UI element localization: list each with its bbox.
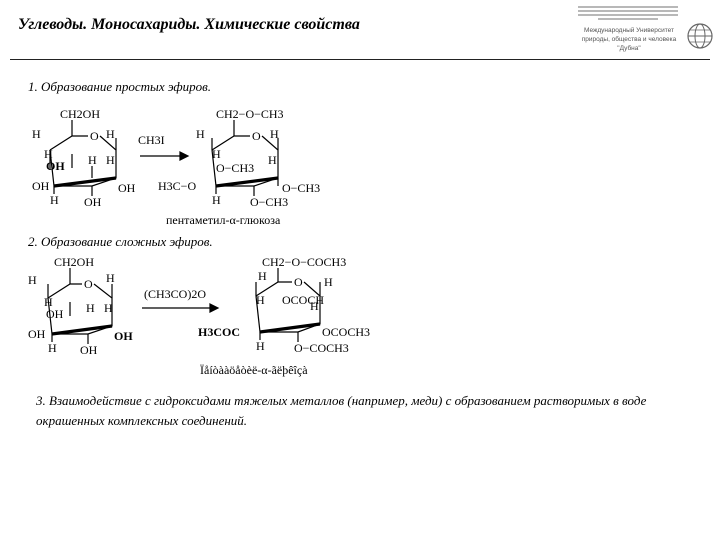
r1-och3-bottom: O−CH3 [250, 195, 288, 209]
r2-h3coc: H3COC [198, 325, 240, 339]
r2-h-label: H [104, 301, 113, 315]
section-complexes-text: 3. Взаимодействие с гидроксидами тяжелых… [36, 393, 647, 428]
r2-ococh3-mid: OCOCH [282, 293, 324, 307]
logo-org-name: Международный Университет природы, общес… [574, 26, 684, 53]
logo-text-line [598, 18, 658, 20]
r1-h3co: H3C−O [158, 179, 196, 193]
r1-reagent: CH3I [138, 133, 165, 147]
r1-h-label: H [270, 127, 279, 141]
r1-h-label: H [44, 147, 53, 161]
r2-product-top: CH2−O−COCH3 [262, 255, 346, 269]
r2-h-label: H [256, 339, 265, 353]
r2-h-label: H [86, 301, 95, 315]
r2-oh-mid: OH [46, 307, 64, 321]
r2-h-label: H [28, 273, 37, 287]
r2-product-name: Ïåíòààöåòèë-α-ãëþêîçà [200, 363, 308, 377]
reaction-esters-scheme: CH2OH O H H H OH H H OH OH H OH (CH3CO)2… [28, 255, 370, 377]
r2-h-label: H [106, 271, 115, 285]
section-ethers-title: 1. Образование простых эфиров. [28, 79, 212, 94]
r2-oh-bottom: OH [80, 343, 98, 357]
r2-product-ring-o: O [294, 275, 303, 289]
r1-h-label: H [32, 127, 41, 141]
r1-h-label: H [88, 153, 97, 167]
r1-och3-mid: O−CH3 [216, 161, 254, 175]
r2-ococh3-bottom: O−COCH3 [294, 341, 349, 355]
r1-reactant-ch2oh: CH2OH [60, 107, 100, 121]
university-logo: Международный Университет природы, общес… [566, 2, 718, 56]
r2-h-label: H [258, 269, 267, 283]
r2-oh-right: OH [114, 329, 133, 343]
r1-h-label: H [212, 193, 221, 207]
logo-org-line1: Международный Университет [583, 27, 675, 34]
r2-h-label: H [324, 275, 333, 289]
section-esters-title: 2. Образование сложных эфиров. [28, 234, 213, 249]
r1-h-label: H [212, 147, 221, 161]
r2-h-label: H [44, 295, 53, 309]
r1-product-ring-o: O [252, 129, 261, 143]
logo-text-line [578, 14, 678, 16]
r2-reagent: (CH3CO)2O [144, 287, 206, 301]
r2-h-label: H [310, 299, 319, 313]
page-title: Углеводы. Моносахариды. Химические свойс… [18, 16, 360, 33]
r1-oh-label: OH [46, 159, 65, 173]
r2-ring-o: O [84, 277, 93, 291]
r1-h-label: H [196, 127, 205, 141]
logo-org-line3: "Дубна" [617, 45, 641, 52]
r2-h-label: H [48, 341, 57, 355]
r1-oh-label: OH [118, 181, 136, 195]
reaction-ethers-scheme: CH2OH H O H H OH H H OH OH H OH CH3I CH2… [32, 107, 320, 227]
globe-icon [687, 23, 713, 49]
r1-h-label: H [106, 127, 115, 141]
logo-text-line [578, 6, 678, 8]
logo-org-line2: природы, общества и человека [581, 36, 677, 43]
r1-ring-o: O [90, 129, 99, 143]
r1-oh-label: OH [32, 179, 50, 193]
r1-product-top: CH2−O−CH3 [216, 107, 284, 121]
r1-och3-right: O−CH3 [282, 181, 320, 195]
r1-h-label: H [268, 153, 277, 167]
r2-reactant-ch2oh: CH2OH [54, 255, 94, 269]
title-divider [10, 59, 710, 60]
r1-product-name: пентаметил-α-глюкоза [166, 213, 281, 227]
r2-ococh3-right: OCOCH3 [322, 325, 370, 339]
r2-h-label: H [256, 293, 265, 307]
r1-h-label: H [106, 153, 115, 167]
r1-oh-label: OH [84, 195, 102, 209]
r1-h-label: H [50, 193, 59, 207]
logo-text-line [578, 10, 678, 12]
r2-oh-left: OH [28, 327, 46, 341]
